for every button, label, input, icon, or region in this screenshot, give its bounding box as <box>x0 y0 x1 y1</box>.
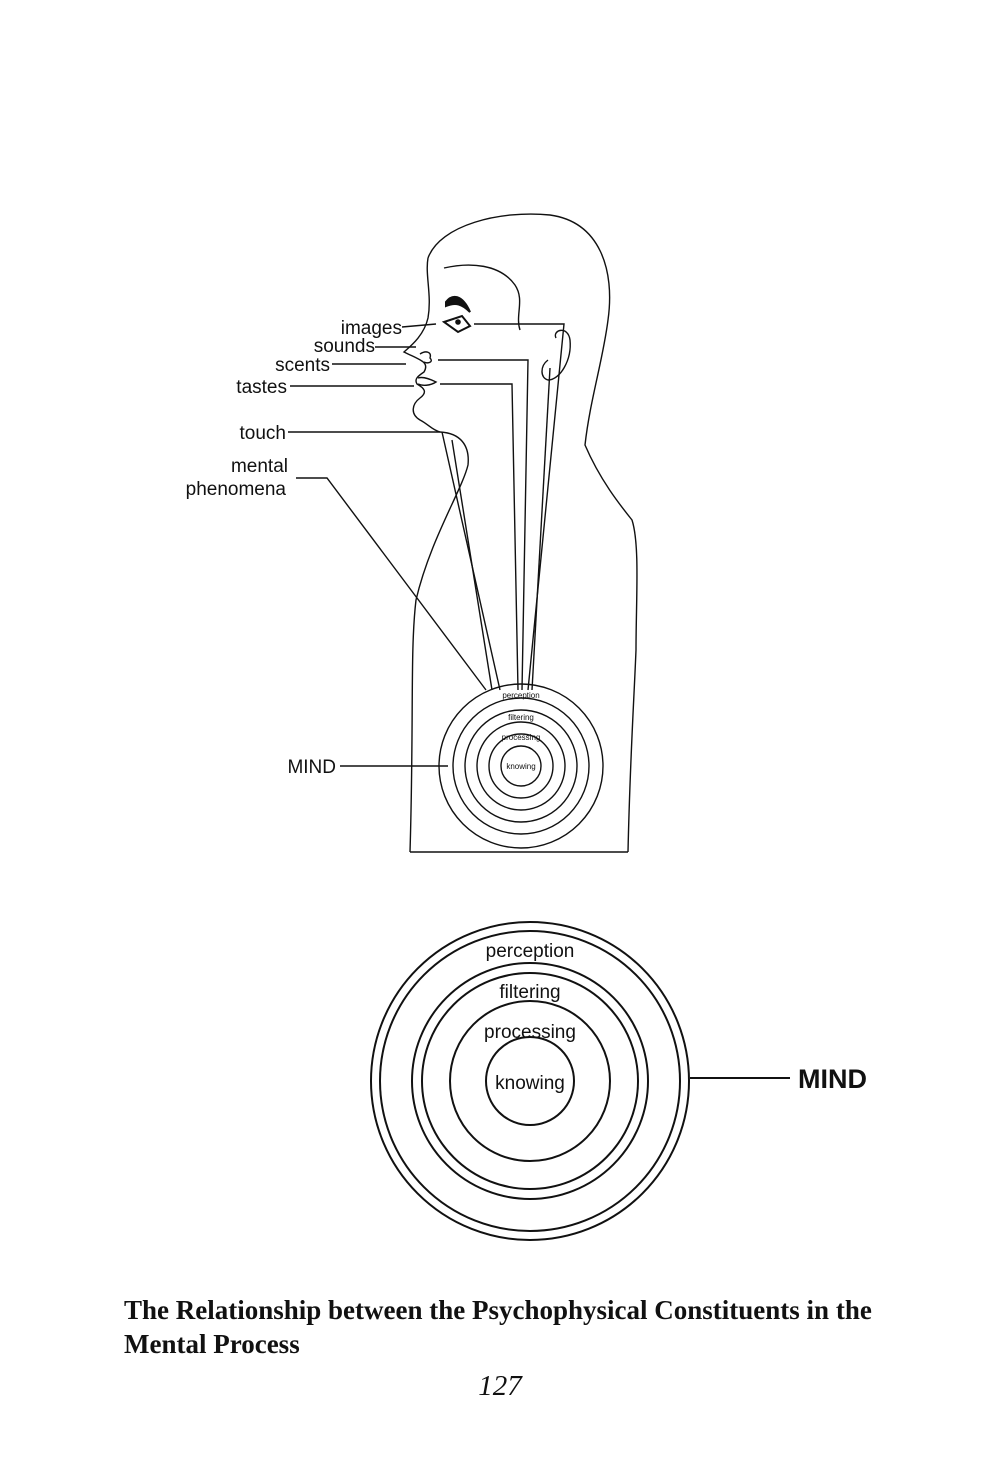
label-scents: scents <box>275 355 330 376</box>
label-touch: touch <box>240 423 286 444</box>
layer-filtering: filtering <box>499 982 560 1003</box>
nose-icon <box>419 351 432 364</box>
label-tastes: tastes <box>236 377 287 398</box>
human-figure <box>402 213 638 853</box>
face-profile <box>402 257 469 853</box>
large-mind: perception filtering processing knowing … <box>370 921 867 1241</box>
pupil-icon <box>455 319 461 325</box>
eye-icon <box>441 314 472 334</box>
sense-lines <box>288 323 487 767</box>
layer-knowing: knowing <box>495 1073 565 1094</box>
eyebrow-icon <box>445 295 471 313</box>
label-mental: mental <box>231 456 288 477</box>
layer-perception: perception <box>486 941 575 962</box>
small-layer-perception: perception <box>502 691 539 700</box>
figure-caption: The Relationship between the Psychophysi… <box>124 1295 872 1359</box>
small-layer-knowing: knowing <box>506 762 535 771</box>
lips-icon <box>417 376 438 387</box>
convergence-lines <box>438 323 565 691</box>
hairline <box>443 264 521 331</box>
page-number: 127 <box>478 1370 522 1402</box>
small-layer-processing: processing <box>502 733 541 742</box>
layer-processing: processing <box>484 1022 576 1043</box>
mind-process-diagram: perception filtering processing knowing … <box>186 213 867 1241</box>
label-mind-large: MIND <box>798 1064 867 1094</box>
label-images: images <box>341 318 402 339</box>
label-mind-small: MIND <box>287 757 336 778</box>
head-outline <box>427 213 638 853</box>
label-phenomena: phenomena <box>186 479 287 500</box>
small-mind: perception filtering processing knowing <box>438 683 604 849</box>
ear <box>541 329 571 381</box>
label-sounds: sounds <box>314 336 375 357</box>
small-layer-filtering: filtering <box>508 713 534 722</box>
